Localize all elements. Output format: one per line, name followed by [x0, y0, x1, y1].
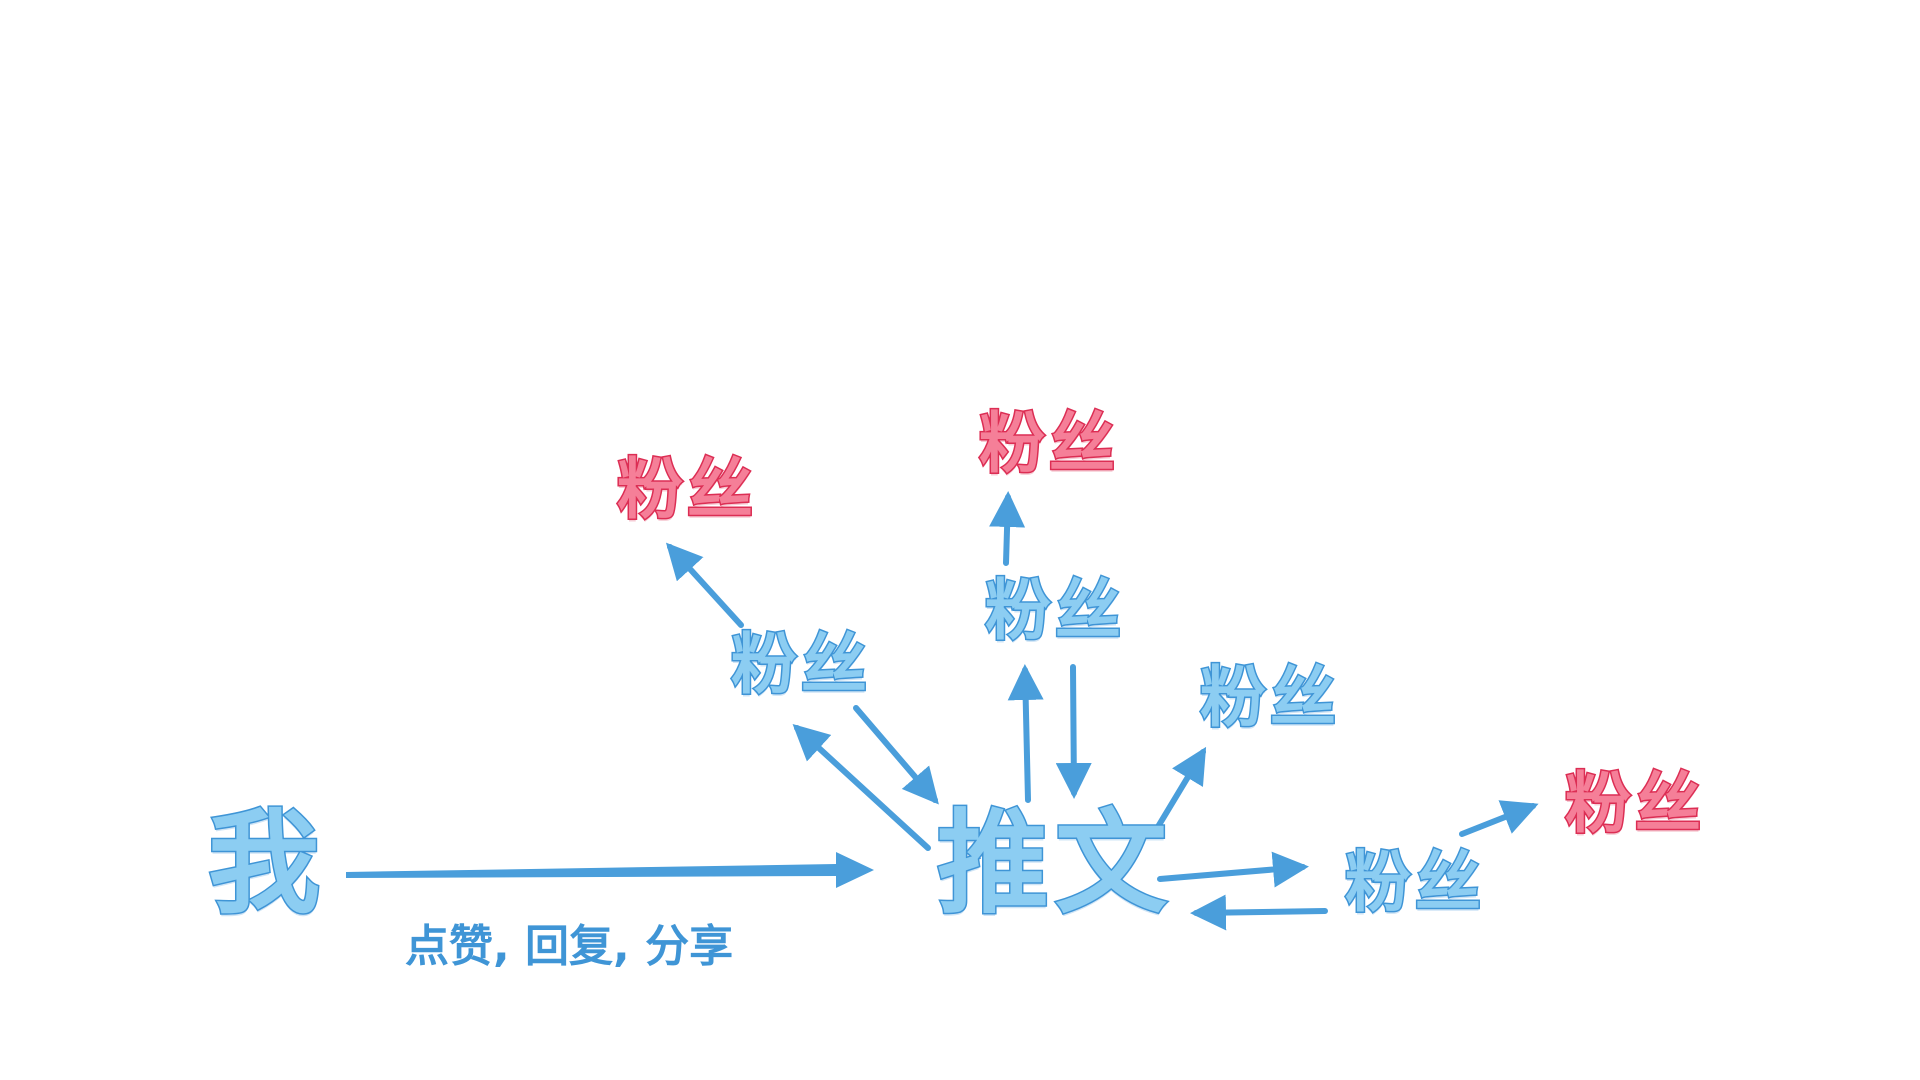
node-fan-red-top: 粉丝 [978, 405, 1119, 482]
node-fan-mid-right: 粉丝 [1199, 659, 1340, 736]
node-fan-upper-left: 粉丝 [730, 626, 871, 703]
arrow-fan-lower-right-to-tweet [1190, 894, 1328, 931]
arrow-fan-upper-left-to-tweet [853, 705, 939, 805]
node-fan-red-right: 粉丝 [1564, 765, 1705, 842]
arrow-fan-upper-mid-to-red-top [989, 491, 1026, 566]
arrow-fan-upper-left-to-red-left [665, 542, 744, 628]
node-fan-lower-right: 粉丝 [1344, 844, 1485, 921]
arrow-tweet-to-fan-lower-right [1157, 851, 1309, 888]
arrow-tweet-to-fan-upper-left [792, 723, 931, 851]
node-tweet: 推文 [936, 799, 1173, 929]
node-me: 我 [207, 799, 326, 929]
arrow-me-to-tweet [346, 852, 874, 888]
arrow-tweet-to-fan-mid-right [1153, 746, 1207, 833]
arrow-tweet-to-fan-upper-mid [1007, 664, 1044, 803]
node-fan-red-left: 粉丝 [616, 451, 757, 528]
edge-label-interactions: 点赞, 回复, 分享 [405, 921, 734, 972]
arrow-fan-lower-right-to-red-right [1459, 800, 1539, 837]
arrow-fan-upper-mid-to-tweet [1055, 664, 1092, 799]
node-fan-upper-mid: 粉丝 [984, 572, 1125, 649]
